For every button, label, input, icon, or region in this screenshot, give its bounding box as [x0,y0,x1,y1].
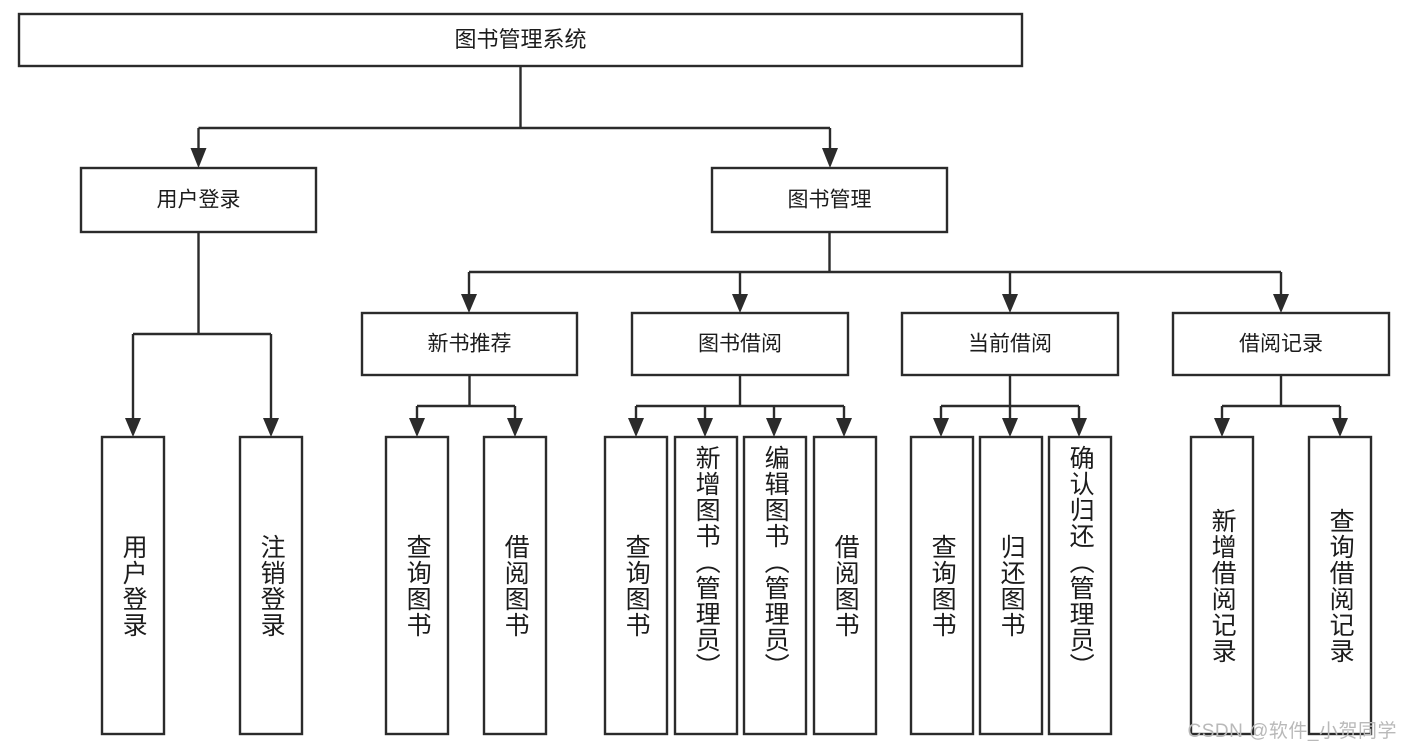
arrow-head-icon [822,148,838,168]
arrow-head-icon [1214,418,1230,437]
connector-current-borrow-to-leaves [933,375,1087,437]
arrow-head-icon [697,418,713,437]
connector-new-book-recommend-to-leaves [409,375,523,437]
node-root[interactable]: 图书管理系统 [17,12,1024,68]
arrow-head-icon [933,418,949,437]
node-new-book-recommend[interactable]: 新书推荐 [360,311,579,377]
node-user-login[interactable]: 用户登录 [79,166,318,234]
leaf-box-add-borrow-record[interactable] [1189,435,1255,736]
arrow-head-icon [1002,294,1018,313]
node-book-borrow[interactable]: 图书借阅 [630,311,850,377]
node-root-label: 图书管理系统 [454,27,586,52]
arrow-head-icon [507,418,523,437]
node-book-management-label: 图书管理 [788,189,872,212]
leaf-box-logout[interactable] [238,435,304,736]
arrow-head-icon [1002,418,1018,437]
arrow-head-icon [409,418,425,437]
arrow-head-icon [1273,294,1289,313]
arrow-head-icon [1071,418,1087,437]
connector-borrow-record-to-leaves [1214,375,1348,437]
leaf-box-query-book-2[interactable] [603,435,669,736]
leaf-box-user-login[interactable] [100,435,166,736]
node-new-book-recommend-label: 新书推荐 [428,333,512,356]
node-current-borrow-box[interactable] [900,311,1120,377]
connector-user-login-to-leaves [125,232,279,437]
arrow-head-icon [190,148,207,168]
node-book-borrow-label: 图书借阅 [698,333,782,356]
leaf-box-query-borrow-record[interactable] [1307,435,1373,736]
node-root-box[interactable] [17,12,1024,68]
node-borrow-record-label: 借阅记录 [1239,333,1323,356]
arrow-head-icon [461,294,477,313]
arrow-head-icon [732,294,748,313]
node-user-login-label: 用户登录 [157,189,241,212]
node-new-book-recommend-box[interactable] [360,311,579,377]
node-book-management[interactable]: 图书管理 [710,166,949,234]
leaf-box-edit-book-admin[interactable] [742,435,808,736]
leaf-box-return-book[interactable] [978,435,1044,736]
watermark-text: CSDN @软件_小贺同学 [1187,721,1397,742]
node-borrow-record[interactable]: 借阅记录 [1171,311,1391,377]
connector-book-borrow-to-leaves [628,375,852,437]
leaf-box-query-book-3[interactable] [909,435,975,736]
connector-book-management-to-level3 [461,232,1289,313]
leaf-box-add-book-admin[interactable] [673,435,739,736]
arrow-head-icon [263,418,279,437]
arrow-head-icon [1332,418,1348,437]
node-current-borrow[interactable]: 当前借阅 [900,311,1120,377]
arrow-head-icon [836,418,852,437]
connector-root-to-level2 [190,66,838,168]
leaf-box-borrow-book-2[interactable] [812,435,878,736]
leaf-box-confirm-return-admin[interactable] [1047,435,1113,736]
leaf-box-borrow-book-1[interactable] [482,435,548,736]
node-user-login-box[interactable] [79,166,318,234]
arrow-head-icon [766,418,782,437]
arrow-head-icon [125,418,141,437]
leaf-box-query-book-1[interactable] [384,435,450,736]
node-current-borrow-label: 当前借阅 [968,333,1052,356]
arrow-head-icon [628,418,644,437]
